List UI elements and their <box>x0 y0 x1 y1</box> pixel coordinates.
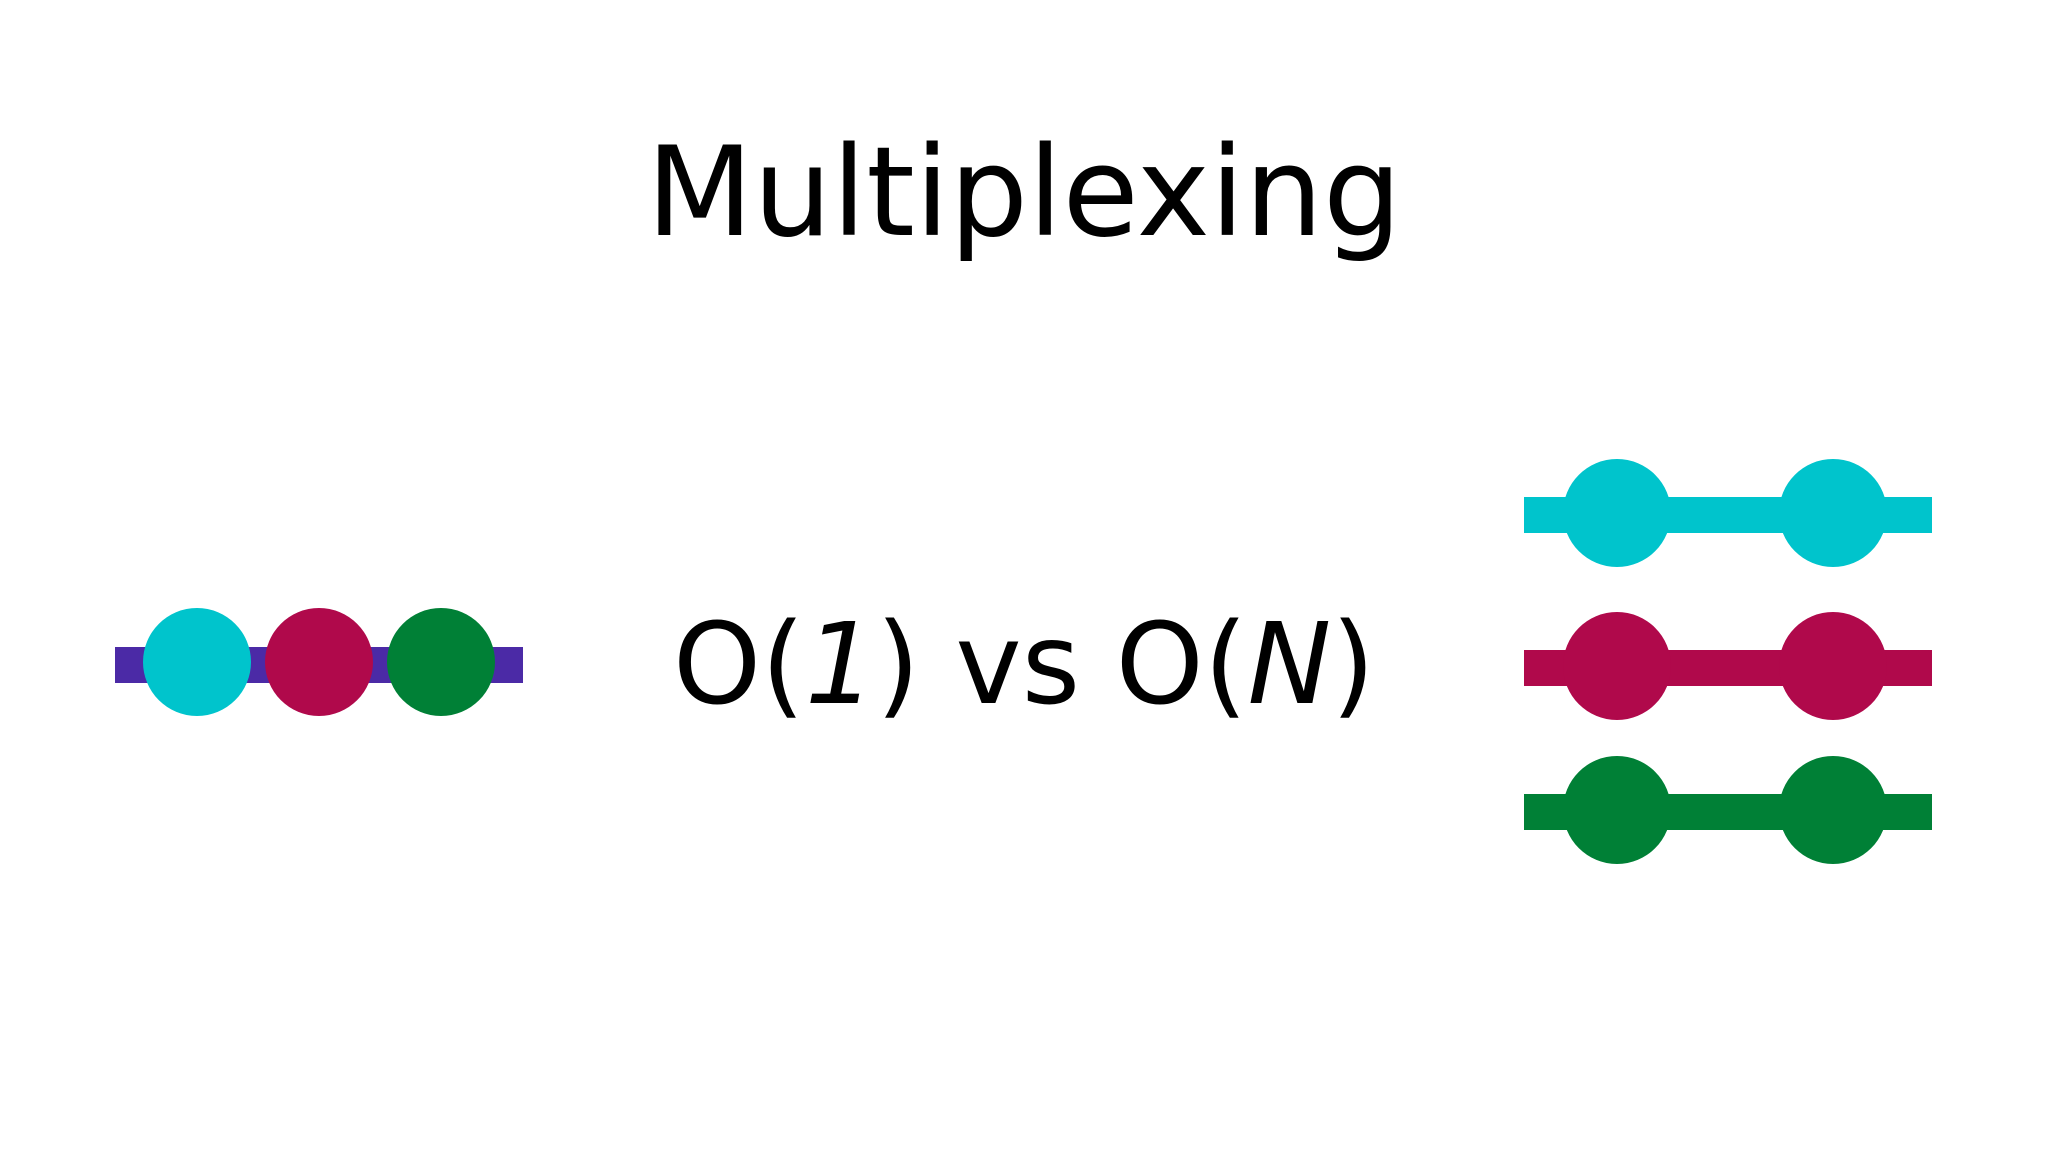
endpoint-cyan-right <box>1779 459 1887 567</box>
endpoint-crimson-right <box>1779 612 1887 720</box>
endpoint-crimson-left <box>1563 612 1671 720</box>
comparison-right-var: N <box>1247 600 1332 730</box>
comparison-left-var: 1 <box>804 600 877 730</box>
slide-title: Multiplexing <box>646 121 1402 265</box>
comparison-prefix: O( <box>673 600 805 730</box>
connection-crimson <box>1524 612 1932 720</box>
endpoint-green-right <box>1779 756 1887 864</box>
endpoint-green-left <box>1563 756 1671 864</box>
connection-green <box>1524 756 1932 864</box>
comparison-suffix: ) <box>1331 600 1375 730</box>
multiplexed-stream-green <box>387 608 495 716</box>
endpoint-cyan-left <box>1563 459 1671 567</box>
connection-cyan <box>1524 459 1932 567</box>
multiplexed-stream-cyan <box>143 608 251 716</box>
separate-connections <box>1524 459 1932 864</box>
multiplexed-stream-crimson <box>265 608 373 716</box>
comparison-mid: ) vs O( <box>876 600 1248 730</box>
complexity-comparison: O(1) vs O(N) <box>0 600 2048 730</box>
multiplexed-connection <box>115 608 523 716</box>
